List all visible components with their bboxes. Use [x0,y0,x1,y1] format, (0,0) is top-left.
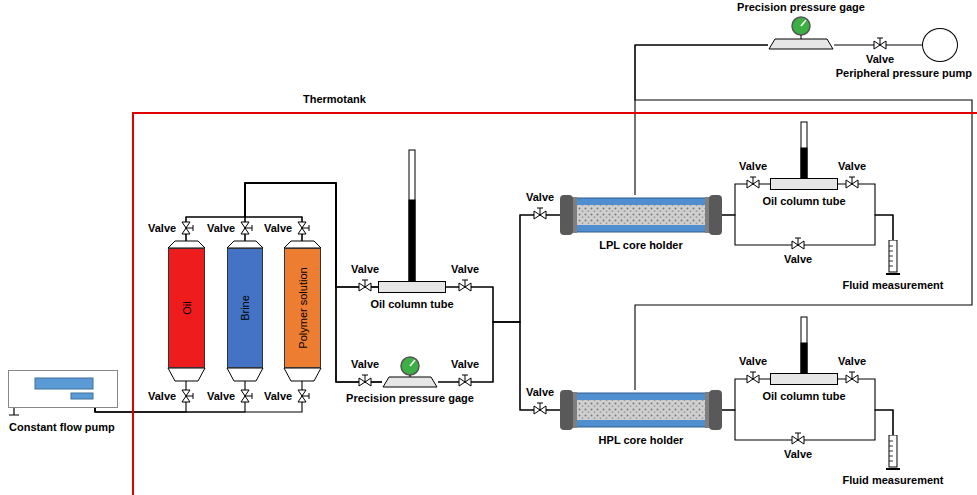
node-label: Fluid measurement [843,279,944,291]
pipe-line [722,215,893,245]
valve-symbol [792,238,804,249]
pipe-line [838,184,893,240]
valve-symbol [241,222,252,234]
pipe-line [838,379,893,435]
valve-label: Valve [866,53,894,65]
flow-pump: Constant flow pump [8,370,118,408]
fluid-cylinder: Polymer solution [284,248,321,368]
valve-label: Valve [739,355,767,367]
valve-symbol [459,280,471,291]
pipe-line [722,410,893,440]
node-art [560,390,722,430]
valve-label: Valve [207,390,235,402]
graduated-cylinder: Fluid measurement [886,435,900,470]
node-art [9,371,119,409]
valve-label: Valve [148,390,176,402]
valve-label: Valve [838,355,866,367]
valve-label: Valve [264,390,292,402]
valve-symbol [359,280,371,291]
pipe-line [186,183,378,287]
node-label: Oil column tube [762,195,845,207]
pressure-gauge: Precision pressure gage [768,16,834,50]
valve-symbol [846,372,858,383]
core-holder: HPL core holder [560,390,722,430]
valve-symbol [792,433,804,444]
valve-symbol [241,390,252,402]
valve-label: Valve [784,253,812,265]
valve-symbol [747,177,759,188]
valve-label: Valve [351,358,379,370]
node-label: Precision pressure gage [346,392,474,404]
pipe-line [446,287,560,410]
pump-feet [9,408,95,415]
node-label: HPL core holder [599,434,684,446]
valve-symbol [298,390,309,402]
pressure-pump: Peripheral pressure pump [922,28,958,62]
valve-label: Valve [526,191,554,203]
valve-symbol [459,375,471,386]
valve-symbol [874,38,886,49]
oil-column-glass [409,122,807,373]
valve-label: Valve [838,160,866,172]
node-label: Brine [239,295,251,321]
node-art [886,435,900,470]
valve-label: Valve [451,358,479,370]
valve-label: Valve [351,263,379,275]
cylinder-caps [168,241,321,381]
node-label: LPL core holder [599,239,683,251]
valve-label: Valve [207,222,235,234]
pipe-line [245,183,382,382]
valve-label: Valve [451,263,479,275]
pressure-gauge: Precision pressure gage [382,356,438,388]
node-label: Polymer solution [297,267,309,348]
valve-symbol [182,222,193,234]
oil-column-base: Oil column tube [770,373,838,385]
valve-symbol [359,375,371,386]
node-art [560,195,722,235]
pipe-line [635,45,768,195]
fluid-cylinder: Brine [227,248,263,368]
valve-symbol [534,208,546,219]
core-holder: LPL core holder [560,195,722,235]
oil-column-base: Oil column tube [378,281,446,293]
valve-symbol [747,372,759,383]
pipe-line [245,183,382,382]
valve-symbol [298,222,309,234]
node-label: Oil column tube [370,298,453,310]
pipe-line [438,215,560,382]
node-art [382,356,438,388]
valve-symbol [846,177,858,188]
node-label: Oil column tube [762,390,845,402]
valve-label: Valve [148,222,176,234]
graduated-cylinder: Fluid measurement [886,240,900,275]
node-label: Fluid measurement [843,474,944,486]
fluid-cylinder: Oil [168,248,205,368]
valve-label: Valve [526,386,554,398]
valve-group [182,38,886,444]
node-label: Constant flow pump [9,421,115,433]
valve-label: Valve [739,160,767,172]
pipe-line [95,368,302,412]
pipe-line [186,183,382,382]
valve-label: Valve [264,222,292,234]
thermotank-boundary [133,113,977,495]
valve-symbol [182,390,193,402]
node-art [768,16,834,50]
valve-label: Valve [784,448,812,460]
node-art [886,240,900,275]
oil-column-base: Oil column tube [770,178,838,190]
pipe-line [446,215,560,322]
node-label: Oil [181,301,193,314]
region-label: Thermotank [303,93,366,105]
node-label: Peripheral pressure pump [836,67,972,79]
node-label: Precision pressure gage [737,1,865,13]
valve-symbol [534,403,546,414]
